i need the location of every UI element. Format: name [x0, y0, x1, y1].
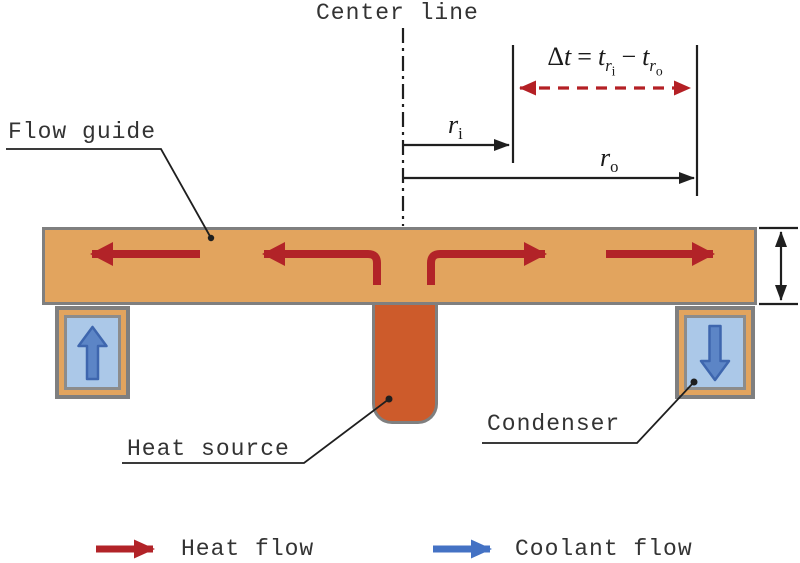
condenser-left-coolant-area	[64, 315, 121, 390]
flow-guide-leader	[6, 148, 212, 239]
ri-base: r	[448, 110, 459, 139]
formula-delta: Δ	[547, 42, 565, 71]
ri-sub: i	[458, 124, 463, 144]
formula-r-inner: r	[605, 56, 612, 76]
ro-sub: o	[610, 157, 619, 177]
formula-sub-i: i	[611, 63, 616, 79]
delta-t-formula: Δt=tri−tro	[513, 42, 697, 78]
flow-guide-slab	[42, 227, 757, 305]
ro-base: r	[600, 143, 611, 172]
condenser-right	[675, 306, 755, 399]
center-line-label: Center line	[316, 0, 479, 26]
ro-label: ro	[600, 143, 619, 177]
formula-t-outer: t	[642, 42, 650, 71]
formula-equals: =	[577, 42, 592, 71]
formula-r-outer: r	[649, 56, 656, 76]
formula-delta-var: t	[564, 42, 572, 71]
formula-t-inner: t	[597, 42, 606, 71]
legend-heat-flow-label: Heat flow	[181, 536, 315, 562]
condenser-right-coolant-area	[684, 315, 746, 390]
condenser-label: Condenser	[487, 411, 621, 437]
ri-label: ri	[448, 110, 463, 144]
formula-minus: −	[621, 42, 637, 71]
heat-source-block	[372, 305, 438, 424]
condenser-left	[55, 306, 130, 399]
thickness-dimension	[759, 226, 798, 306]
formula-sub-o: o	[655, 63, 663, 79]
heat-source-label: Heat source	[127, 436, 290, 462]
flow-guide-label: Flow guide	[8, 119, 157, 145]
legend-coolant-flow-label: Coolant flow	[515, 536, 693, 562]
